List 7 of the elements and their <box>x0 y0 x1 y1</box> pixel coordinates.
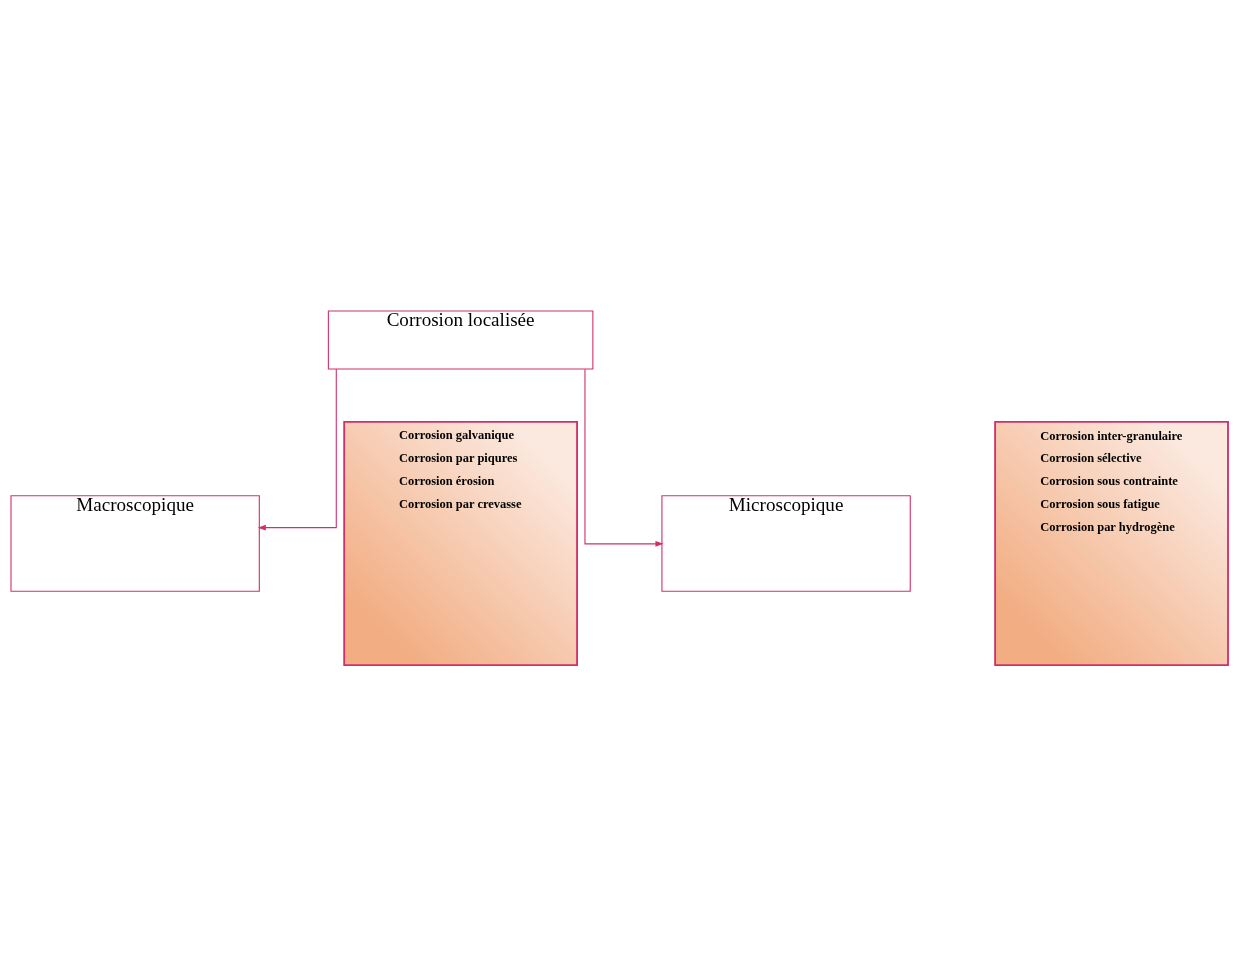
node-box: Corrosion localisée <box>327 310 594 370</box>
node-box: Microscopique <box>661 495 911 592</box>
arrow <box>257 368 337 531</box>
node-box: Corrosion galvanique Corrosion par piqures Corrosion érosion Corrosion par crevasse <box>343 420 578 666</box>
arrow <box>584 368 664 547</box>
node-box: Corrosion inter-granulaire Corrosion sélective Corrosion sous contrainte Corrosion sous fatigue Corrosion par hydrogène <box>994 420 1229 666</box>
node-box: Macroscopique <box>10 495 260 592</box>
